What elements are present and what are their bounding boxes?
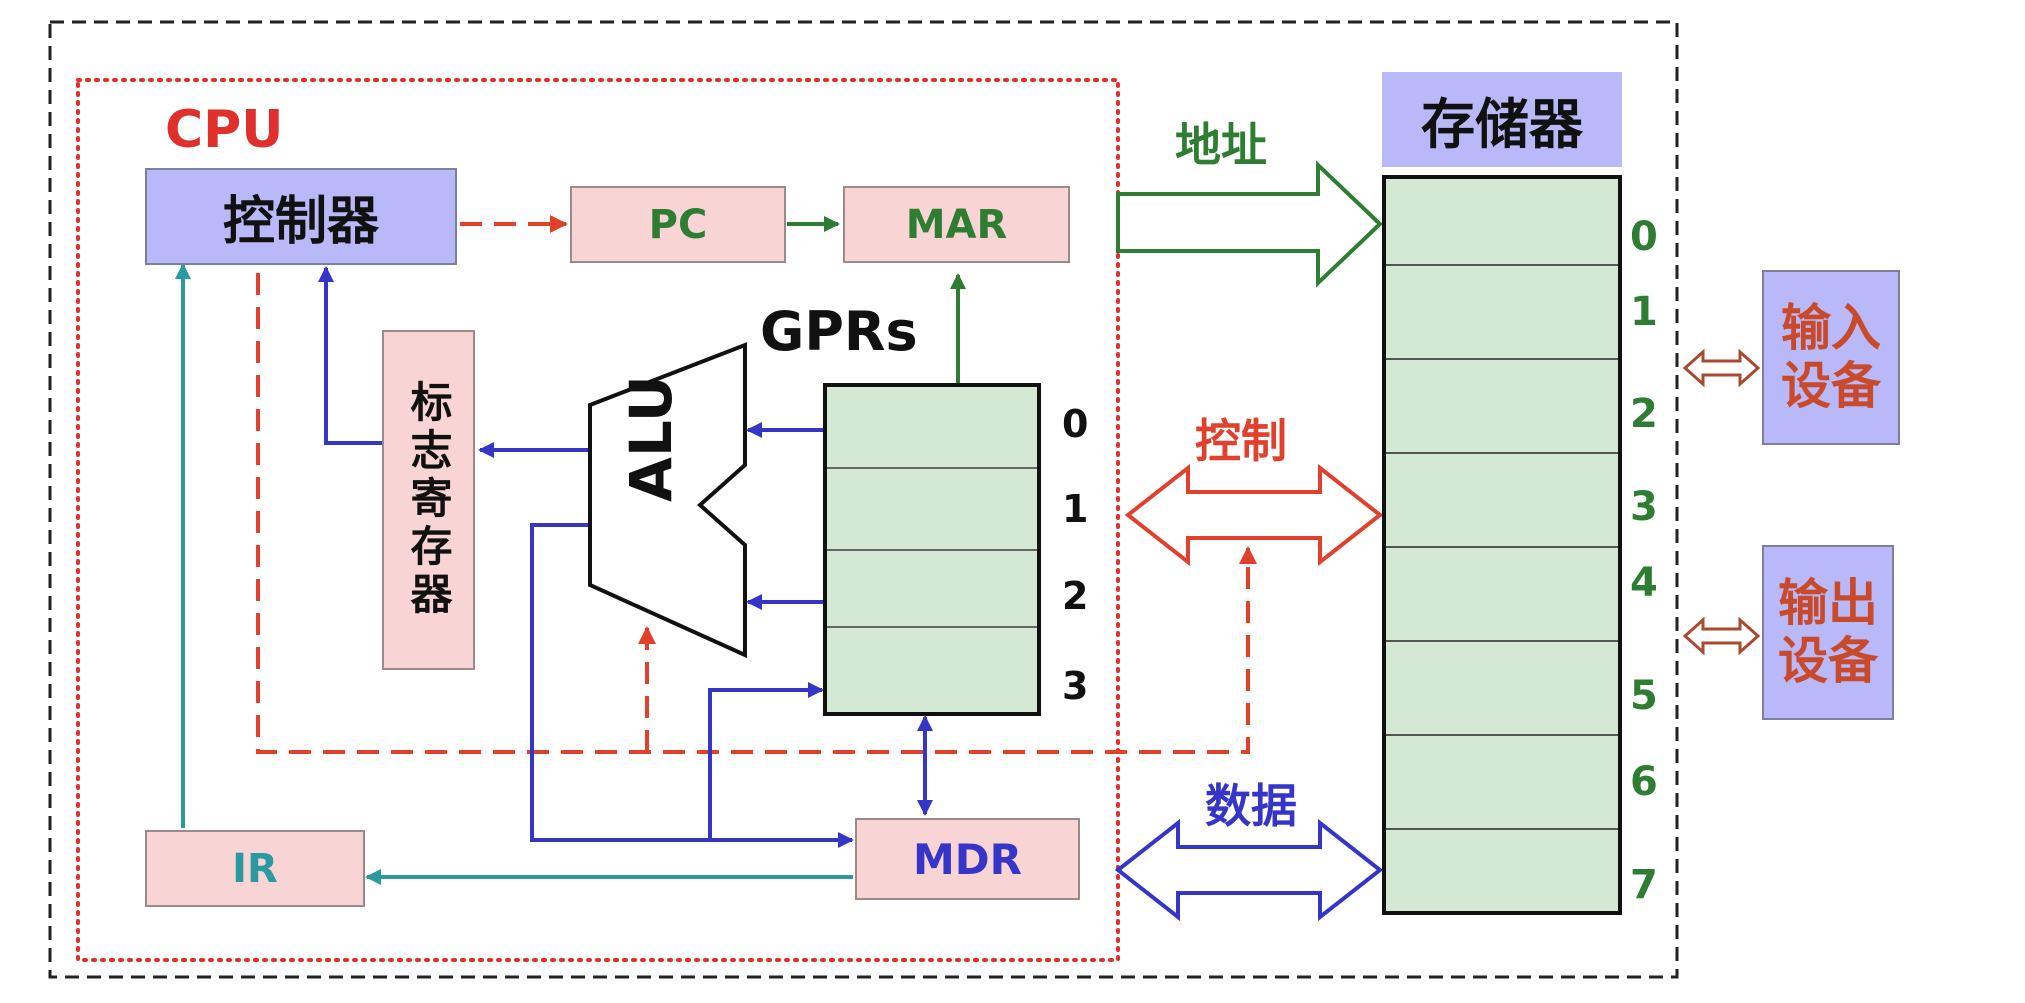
memory-cell-3 (1386, 454, 1618, 548)
memory-index-2: 2 (1630, 391, 1658, 437)
input-device-label: 输入设备 (1781, 299, 1881, 415)
memory-index-6: 6 (1630, 759, 1658, 805)
output-device-box: 输出设备 (1762, 545, 1894, 720)
gpr-register-2 (827, 551, 1037, 628)
memory-cell-5 (1386, 642, 1618, 736)
gpr-index-3: 3 (1062, 664, 1089, 708)
input-device-box: 输入设备 (1762, 270, 1900, 445)
controller-box: 控制器 (145, 168, 457, 265)
memory-cell-4 (1386, 548, 1618, 642)
gpr-index-1: 1 (1062, 487, 1089, 531)
mar-box: MAR (843, 186, 1070, 263)
data-bus-arrow (1114, 818, 1384, 922)
memory-index-4: 4 (1630, 560, 1658, 606)
cpu-border (76, 78, 1120, 962)
alu-shape (588, 342, 747, 659)
pc-box: PC (570, 186, 786, 263)
gpr-register-0 (827, 387, 1037, 469)
memory-cell-6 (1386, 736, 1618, 830)
memory-cell-2 (1386, 360, 1618, 454)
memory-cells (1382, 175, 1622, 915)
memory-index-3: 3 (1630, 484, 1658, 530)
control-bus-label: 控制 (1195, 414, 1287, 468)
memory-title: 存储器 (1421, 93, 1583, 156)
memory-cell-1 (1386, 266, 1618, 360)
address-bus-label: 地址 (1175, 118, 1267, 172)
address-bus-arrow (1116, 160, 1383, 288)
flags-box: 标志寄存器 (382, 330, 475, 670)
memory-index-1: 1 (1630, 289, 1658, 335)
mdr-label: MDR (913, 834, 1022, 884)
memory-cell-0 (1386, 179, 1618, 266)
output-io-arrow (1682, 616, 1761, 656)
system-border (48, 20, 1679, 979)
bus-to-gpr-line (708, 682, 824, 840)
control-bus-arrow (1124, 463, 1384, 567)
data-bus-label: 数据 (1205, 779, 1297, 833)
flags-to-controller-line (318, 266, 382, 445)
gpr-index-2: 2 (1062, 574, 1089, 618)
gpr-index-0: 0 (1062, 402, 1089, 446)
output-device-label: 输出设备 (1778, 574, 1878, 690)
gpr-register-file (823, 383, 1041, 716)
controller-label: 控制器 (222, 192, 379, 252)
gprs-label: GPRs (760, 300, 918, 363)
input-io-arrow (1682, 348, 1761, 388)
flags-label: 标志寄存器 (404, 380, 453, 620)
ir-box: IR (145, 830, 365, 907)
alu-to-mdr-line (530, 523, 854, 848)
memory-index-7: 7 (1630, 862, 1658, 908)
control-signal-line (256, 273, 1257, 754)
pc-label: PC (648, 201, 708, 248)
mdr-box: MDR (855, 818, 1080, 900)
memory-title-box: 存储器 (1382, 72, 1622, 167)
gpr-register-1 (827, 469, 1037, 551)
mar-label: MAR (905, 201, 1008, 248)
memory-index-5: 5 (1630, 673, 1658, 719)
memory-index-0: 0 (1630, 214, 1658, 260)
cpu-label: CPU (165, 100, 284, 160)
ir-label: IR (232, 845, 278, 892)
alu-label: ALU (617, 375, 685, 502)
